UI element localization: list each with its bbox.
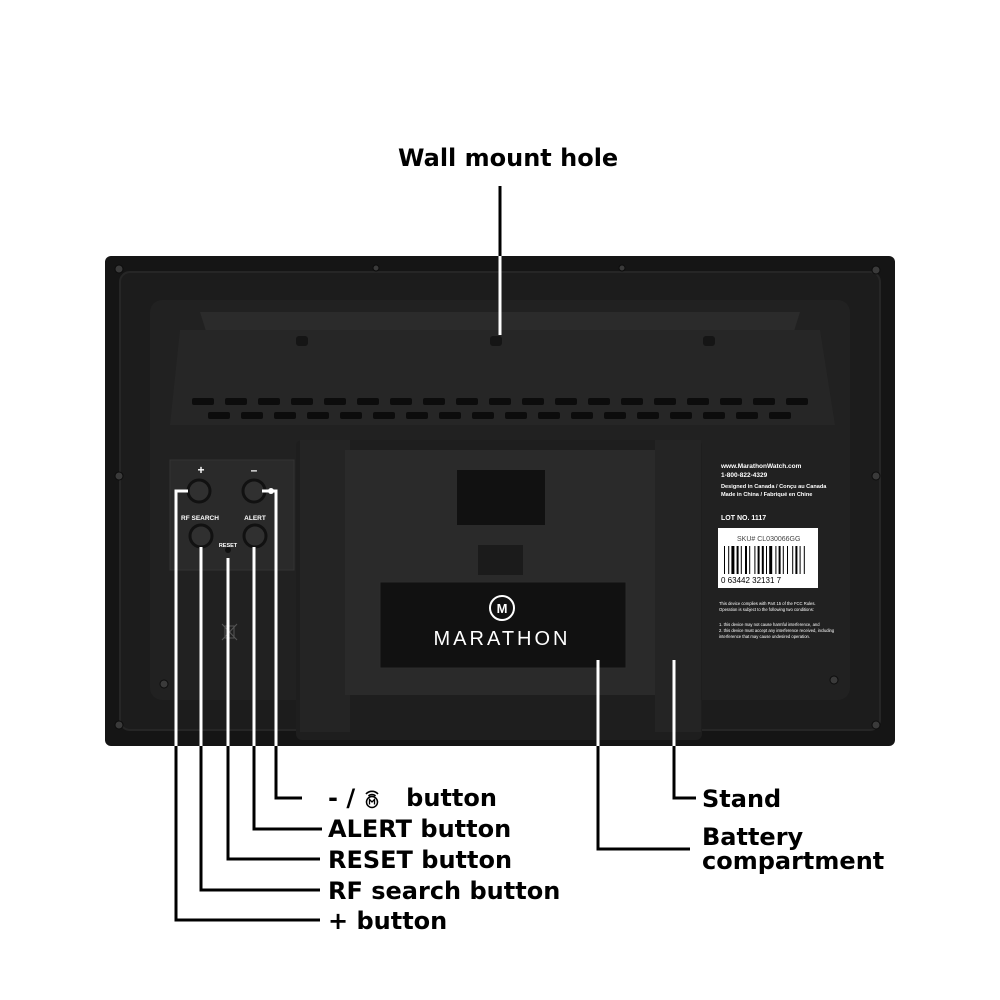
barcode-bar <box>740 546 742 574</box>
callout-battery-line-2: compartment <box>702 847 885 875</box>
callout-alert-button: ALERT button <box>328 815 512 843</box>
fcc-line-1: This device complies with Part 15 of the… <box>719 601 816 606</box>
callout-reset-button: RESET button <box>328 846 513 874</box>
callout-plus-button: + button <box>328 907 448 935</box>
barcode-bar <box>792 546 794 574</box>
brand-logo-badge <box>489 595 515 621</box>
vent-panel <box>170 330 835 425</box>
barcode-digits: 0 63442 32131 7 <box>721 576 782 585</box>
sku-barcode-sticker <box>718 528 818 588</box>
sound-logo-icon <box>363 787 381 809</box>
barcode-bar <box>766 546 767 574</box>
barcode-bar <box>749 546 751 574</box>
barcode <box>724 546 805 574</box>
barcode-bar <box>778 546 781 574</box>
reset-label: RESET <box>219 543 238 549</box>
label-made: Made in China / Fabriqué en Chine <box>721 492 812 498</box>
callout-minus-button: - / button <box>328 786 497 810</box>
stand-right-rail <box>655 440 701 732</box>
minus-pointer-dot <box>268 488 274 494</box>
barcode-bar <box>761 546 764 574</box>
button-panel <box>169 459 295 571</box>
label-lot: LOT NO. 1117 <box>721 515 766 522</box>
callout-rf-search-button: RF search button <box>328 877 561 905</box>
battery-compartment-cover <box>379 581 627 669</box>
alert-button-knob <box>242 523 268 549</box>
barcode-bar <box>757 546 760 574</box>
stand-window <box>457 470 545 525</box>
label-phone: 1-800-822-4329 <box>721 472 768 479</box>
reset-pinhole <box>225 547 231 553</box>
barcode-bar <box>795 546 798 574</box>
fcc-line-2: Operation is subject to the following tw… <box>719 607 814 612</box>
barcode-bar <box>754 546 756 574</box>
stand-left-rail <box>300 440 350 732</box>
barcode-bar <box>799 546 801 574</box>
alert-label: ALERT <box>244 515 266 522</box>
callout-battery-line-1: Battery <box>702 823 804 851</box>
sku-text: SKU# CL030066GG <box>737 536 800 543</box>
brand-name: MARATHON <box>434 628 571 650</box>
hanger-notches <box>296 336 715 346</box>
leader-lines <box>174 186 696 922</box>
brand-logo-letter: M <box>497 601 508 616</box>
plus-button-knob <box>186 478 212 504</box>
barcode-bar <box>728 546 730 574</box>
barcode-bar <box>769 546 773 574</box>
barcode-bar <box>782 546 784 574</box>
barcode-bar <box>775 546 777 574</box>
barcode-bar <box>803 546 805 574</box>
rf-search-button-knob <box>188 523 214 549</box>
barcode-bar <box>736 546 739 574</box>
fcc-line-4: 2. this device must accept any interfere… <box>719 628 835 633</box>
label-designed: Designed in Canada / Conçu au Canada <box>721 484 827 490</box>
rf-search-label: RF SEARCH <box>181 515 219 522</box>
screws <box>114 264 881 730</box>
callout-stand: Stand <box>702 785 782 813</box>
callout-minus-suffix: button <box>406 784 497 812</box>
barcode-bar <box>745 546 747 574</box>
fcc-line-5: interference that may cause undesired op… <box>719 634 810 639</box>
callout-wall-mount-hole: Wall mount hole <box>398 144 619 172</box>
barcode-bar <box>724 546 725 574</box>
label-website: www.MarathonWatch.com <box>720 463 802 470</box>
minus-symbol: – <box>251 463 258 477</box>
minus-button-knob <box>241 478 267 504</box>
plus-symbol: + <box>197 463 204 477</box>
fcc-line-3: 1. this device may not cause harmful int… <box>719 622 820 627</box>
vent-slots <box>192 398 808 419</box>
callout-minus-prefix: - / <box>328 784 356 812</box>
barcode-bar <box>787 546 788 574</box>
barcode-bar <box>731 546 735 574</box>
stand-latch <box>478 545 523 575</box>
